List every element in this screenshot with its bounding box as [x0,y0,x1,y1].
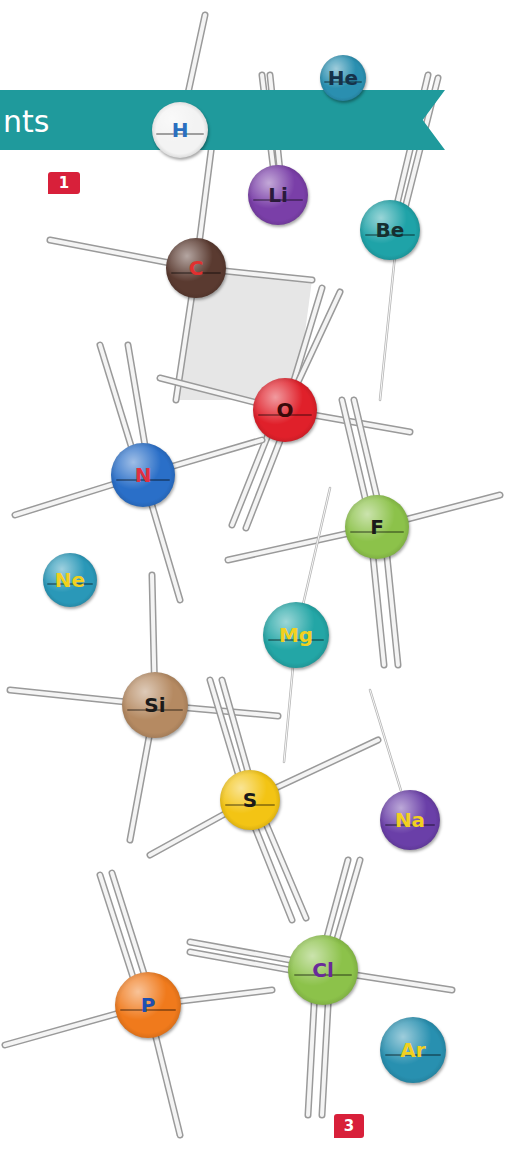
element-symbol: C [189,258,204,278]
element-symbol: O [276,400,293,420]
atom-ball: C [166,238,226,298]
callout-number: 3 [344,1119,354,1134]
atom-ball: Na [380,790,440,850]
callout-tag: 3 [334,1114,364,1138]
atom-ball: O [253,378,317,442]
element-symbol: Ar [400,1040,425,1060]
atom-ball: N [111,443,175,507]
element-symbol: Be [376,220,405,240]
stick [380,255,395,400]
atom-ball: Ne [43,553,97,607]
callout-number: 1 [59,176,69,191]
stick [380,255,395,400]
element-symbol: N [135,465,152,485]
atom-ball: Cl [288,935,358,1005]
element-symbol: H [172,120,189,140]
element-symbol: Na [395,810,425,830]
element-symbol: He [328,68,358,88]
element-symbol: Li [268,185,288,205]
callout-tag: 1 [48,172,80,194]
atom-ball: P [115,972,181,1038]
title-banner: nts [0,90,445,150]
element-symbol: Si [144,695,165,715]
atom-ball: Si [122,672,188,738]
element-symbol: Ne [55,570,85,590]
element-symbol: S [243,790,257,810]
atom-ball: H [152,102,208,158]
atom-ball: Li [248,165,308,225]
element-symbol: F [370,517,384,537]
element-symbol: Mg [279,625,313,645]
element-symbol: Cl [312,960,334,980]
element-symbol: P [141,995,156,1015]
atom-ball: S [220,770,280,830]
atom-ball: Ar [380,1017,446,1083]
atom-ball: Be [360,200,420,260]
atom-ball: Mg [263,602,329,668]
atom-ball: F [345,495,409,559]
banner-text: nts [0,107,445,137]
atom-ball: He [320,55,366,101]
